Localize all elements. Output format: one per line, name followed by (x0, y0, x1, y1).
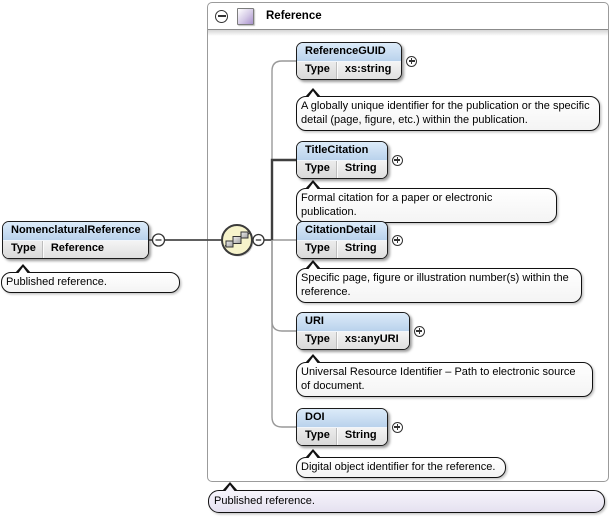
annotation-doi: Digital object identifier for the refere… (296, 449, 506, 478)
expand-icon[interactable] (391, 154, 403, 166)
element-name[interactable]: TitleCitation (297, 142, 387, 161)
annotation-referenceguid: A globally unique identifier for the pub… (296, 88, 600, 131)
collapse-icon[interactable] (215, 9, 228, 23)
element-node-nomenclaturalreference[interactable]: NomenclaturalReference Type Reference (2, 221, 149, 259)
header-shadow (208, 30, 608, 36)
element-node-citationdetail[interactable]: CitationDetail Type String (296, 221, 403, 259)
element-type-row: Type Reference (3, 241, 148, 258)
element-type-row: Type String (297, 428, 387, 445)
expand-icon[interactable] (406, 55, 418, 67)
panel-header: Reference (208, 3, 608, 30)
expand-icon[interactable] (391, 421, 403, 433)
element-node-uri[interactable]: URI Type xs:anyURI (296, 312, 425, 350)
tooltip-nomenclaturalreference: Published reference. (1, 264, 180, 293)
panel-footer-tooltip: Published reference. (208, 482, 605, 513)
element-name[interactable]: NomenclaturalReference (3, 222, 148, 241)
expand-icon[interactable] (413, 325, 425, 337)
element-type-row: Type String (297, 161, 387, 178)
element-node-titlecitation[interactable]: TitleCitation Type String (296, 141, 403, 179)
expand-icon[interactable] (391, 234, 403, 246)
complex-type-icon (237, 7, 254, 25)
element-name[interactable]: ReferenceGUID (297, 43, 402, 62)
element-name[interactable]: CitationDetail (297, 222, 387, 241)
element-type-row: Type xs:anyURI (297, 332, 409, 349)
element-name[interactable]: URI (297, 313, 409, 332)
annotation-citationdetail: Specific page, figure or illustration nu… (296, 260, 582, 303)
element-node-referenceguid[interactable]: ReferenceGUID Type xs:string (296, 42, 418, 80)
element-name[interactable]: DOI (297, 409, 387, 428)
element-type-row: Type xs:string (297, 62, 402, 79)
annotation-titlecitation: Formal citation for a paper or electroni… (296, 180, 557, 223)
root-collapse-icon (151, 233, 166, 247)
element-type-row: Type String (297, 241, 387, 258)
annotation-uri: Universal Resource Identifier – Path to … (296, 354, 593, 397)
panel-title: Reference (266, 10, 322, 22)
element-node-doi[interactable]: DOI Type String (296, 408, 403, 446)
